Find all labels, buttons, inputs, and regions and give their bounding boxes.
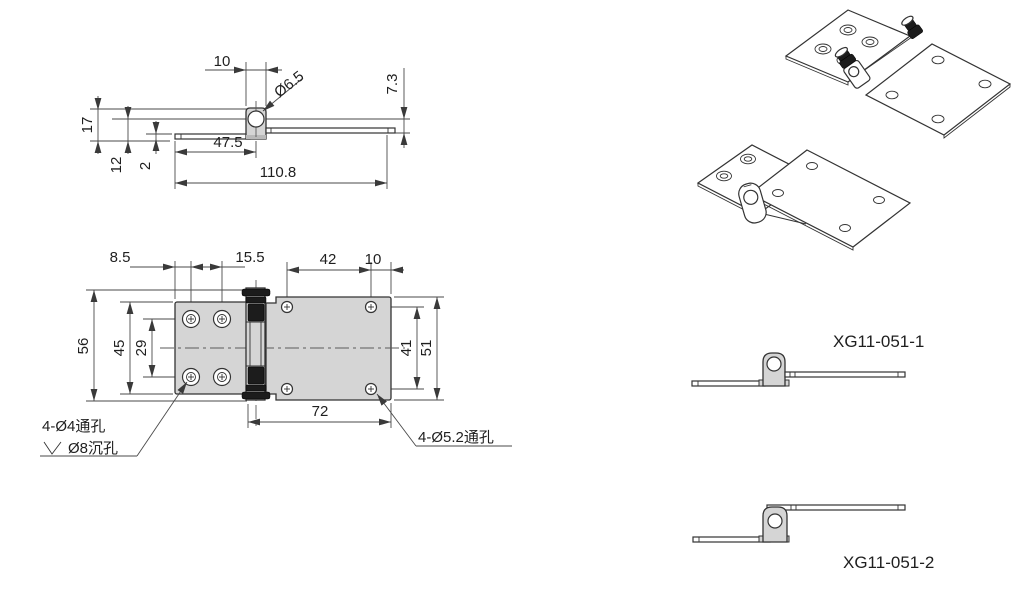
dim-left-hole-spacing: 15.5: [235, 249, 264, 266]
side-pin-hole: [247, 110, 265, 128]
part2-left-plate: [692, 536, 771, 543]
plan-through-holes: [280, 300, 378, 396]
part1-right-plate: [784, 371, 906, 378]
iso-open-right-plate: [864, 43, 1012, 136]
plan-view: 8.5 15.5 42 10 56 45 29 41 51: [40, 249, 512, 457]
part2-right-plate: [766, 504, 906, 511]
iso-open-hinge-bracket: [834, 46, 871, 89]
dim-left-plate-length: 47.5: [213, 134, 242, 151]
dim-overall-height: 17: [79, 117, 96, 134]
dim-knuckle-width: 10: [214, 53, 231, 70]
counterbore-symbol-icon: [43, 441, 62, 455]
iso-folded-hinge-lug: [738, 182, 767, 224]
plan-hinge-hardware-bottom: [241, 366, 271, 400]
dim-overall-width: 56: [75, 338, 92, 355]
part2-label: XG11-051-2: [843, 553, 934, 572]
side-right-plate: [265, 127, 396, 134]
part1-pin-hole: [766, 356, 782, 372]
dim-left-hole-edge: 8.5: [110, 249, 131, 266]
plan-hinge-hardware-top: [241, 288, 271, 322]
callout-through-holes: 4-Ø5.2通孔: [374, 391, 512, 447]
iso-open-through-holes: [885, 55, 992, 124]
dim-pivot-height: 12: [108, 157, 125, 174]
dim-left-hole-rows: 29: [133, 340, 150, 357]
dim-right-plate-offset: 7.3: [384, 74, 401, 95]
iso-open-left-plate: [784, 9, 912, 83]
iso-open-hinge-screw: [901, 15, 923, 39]
dim-left-plate-width: 45: [111, 340, 128, 357]
part1-label: XG11-051-1: [833, 332, 924, 351]
dim-right-hole-edge: 10: [365, 251, 382, 268]
part1-left-plate: [691, 380, 766, 387]
plan-counterbored-holes: [181, 309, 232, 387]
dim-right-hole-rows: 41: [398, 340, 415, 357]
callout-left-line1: 4-Ø4通孔: [42, 418, 105, 435]
iso-view-open: [784, 9, 1012, 139]
part-view-1: XG11-051-1: [691, 332, 924, 387]
dim-overall-length: 110.8: [260, 164, 296, 181]
side-view: 10 Ø6.5 7.3 17 12 2 47.5 110.8: [79, 53, 410, 189]
dim-right-plate-length: 72: [312, 403, 329, 420]
callout-left-line2: Ø8沉孔: [68, 440, 118, 457]
part-view-2: XG11-051-2: [692, 504, 934, 572]
callout-counterbored-holes: 4-Ø4通孔 Ø8沉孔: [40, 380, 190, 457]
dim-right-plate-width: 51: [418, 340, 435, 357]
dim-plate-thickness: 2: [137, 162, 154, 170]
iso-view-folded: [696, 144, 912, 251]
dim-right-hole-spacing: 42: [320, 251, 337, 268]
part2-pin-hole: [767, 513, 783, 529]
callout-right-line1: 4-Ø5.2通孔: [418, 429, 494, 446]
iso-folded-through-holes: [772, 162, 885, 232]
